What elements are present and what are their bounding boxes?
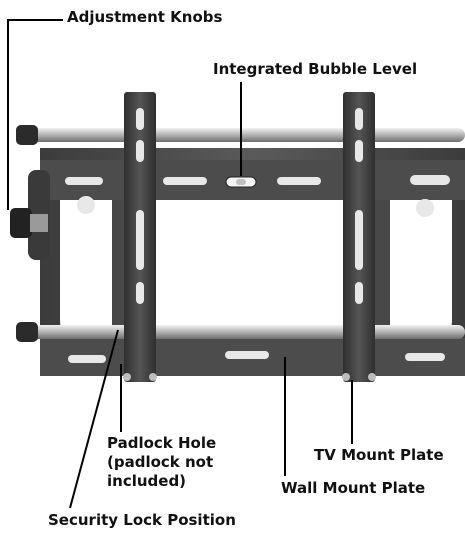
leader-lines: [7, 19, 353, 509]
label-padlock-line3: included): [107, 472, 187, 490]
tv-mount-plate-right-arm: [342, 92, 376, 382]
label-padlock-hole: Padlock Hole (padlock not included): [107, 434, 216, 491]
label-security-lock-position: Security Lock Position: [48, 511, 236, 529]
leader-adjustment-knobs: [7, 19, 63, 210]
label-padlock-line1: Padlock Hole: [107, 434, 217, 452]
bubble-level: [225, 176, 257, 188]
label-wall-mount-plate: Wall Mount Plate: [281, 479, 426, 497]
label-padlock-line2: (padlock not: [107, 453, 214, 471]
label-integrated-bubble-level: Integrated Bubble Level: [213, 60, 418, 78]
adjustment-knob: [10, 170, 50, 260]
label-adjustment-knobs: Adjustment Knobs: [67, 8, 223, 26]
tv-mount-plate-left-arm: [123, 92, 157, 382]
label-tv-mount-plate: TV Mount Plate: [314, 446, 444, 464]
leader-security-lock: [69, 329, 119, 509]
bottom-rail: [16, 322, 465, 342]
